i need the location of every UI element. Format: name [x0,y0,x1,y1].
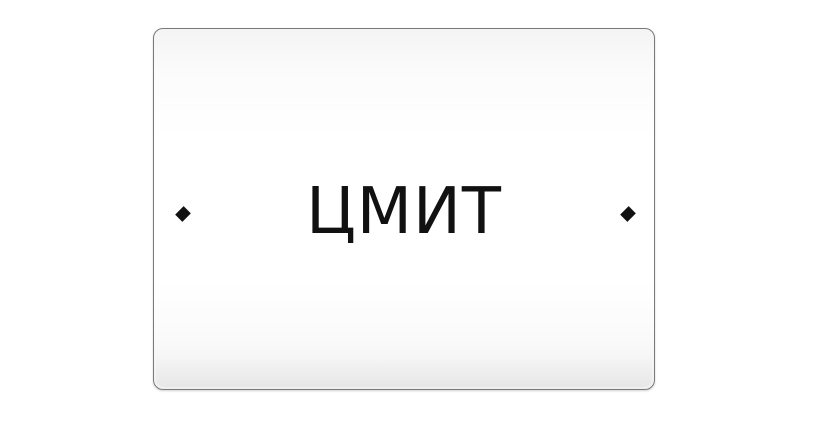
plaque-text: ЦМИТ [306,175,502,249]
sign-plaque: ЦМИТ [153,28,655,390]
